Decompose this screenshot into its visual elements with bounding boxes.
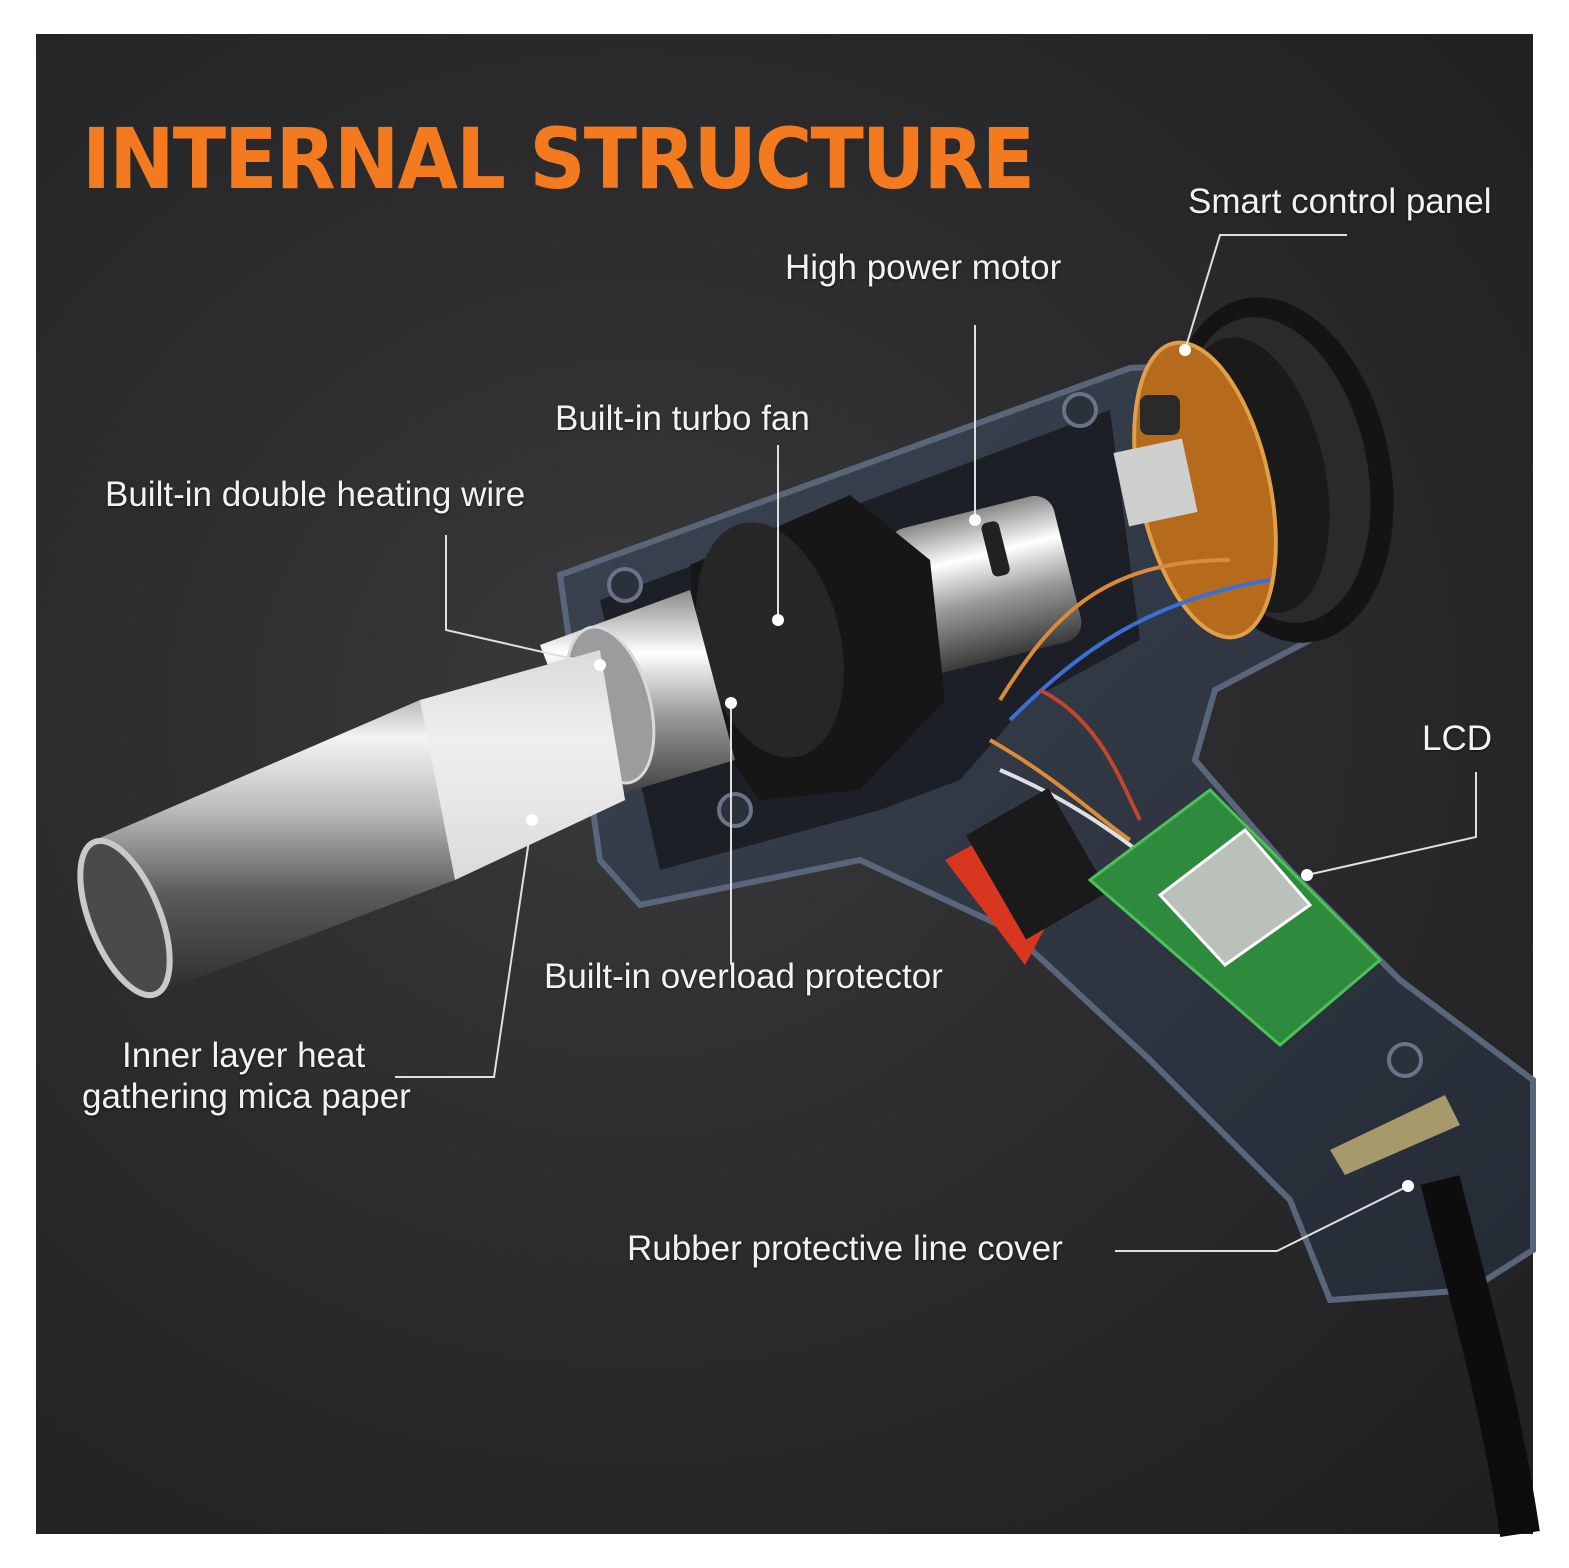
nozzle bbox=[77, 650, 625, 1000]
label-high-power-motor: High power motor bbox=[785, 248, 1062, 287]
leader-dots bbox=[526, 344, 1414, 1192]
lcd-board bbox=[1087, 788, 1383, 1047]
label-line-cover: Rubber protective line cover bbox=[627, 1229, 1063, 1268]
label-mica-paper-line1: Inner layer heat bbox=[122, 1036, 366, 1075]
label-turbo-fan: Built-in turbo fan bbox=[555, 399, 810, 438]
label-double-heating-wire: Built-in double heating wire bbox=[105, 475, 526, 514]
label-lcd: LCD bbox=[1422, 719, 1493, 758]
label-smart-control-panel: Smart control panel bbox=[1188, 182, 1492, 221]
label-overload-protector: Built-in overload protector bbox=[544, 957, 943, 996]
wires bbox=[989, 558, 1271, 862]
leader-lines bbox=[395, 234, 1477, 1252]
page-title: INTERNAL STRUCTURE bbox=[82, 110, 1035, 208]
power-cable bbox=[1420, 1175, 1540, 1537]
label-mica-paper-line2: gathering mica paper bbox=[82, 1077, 411, 1116]
